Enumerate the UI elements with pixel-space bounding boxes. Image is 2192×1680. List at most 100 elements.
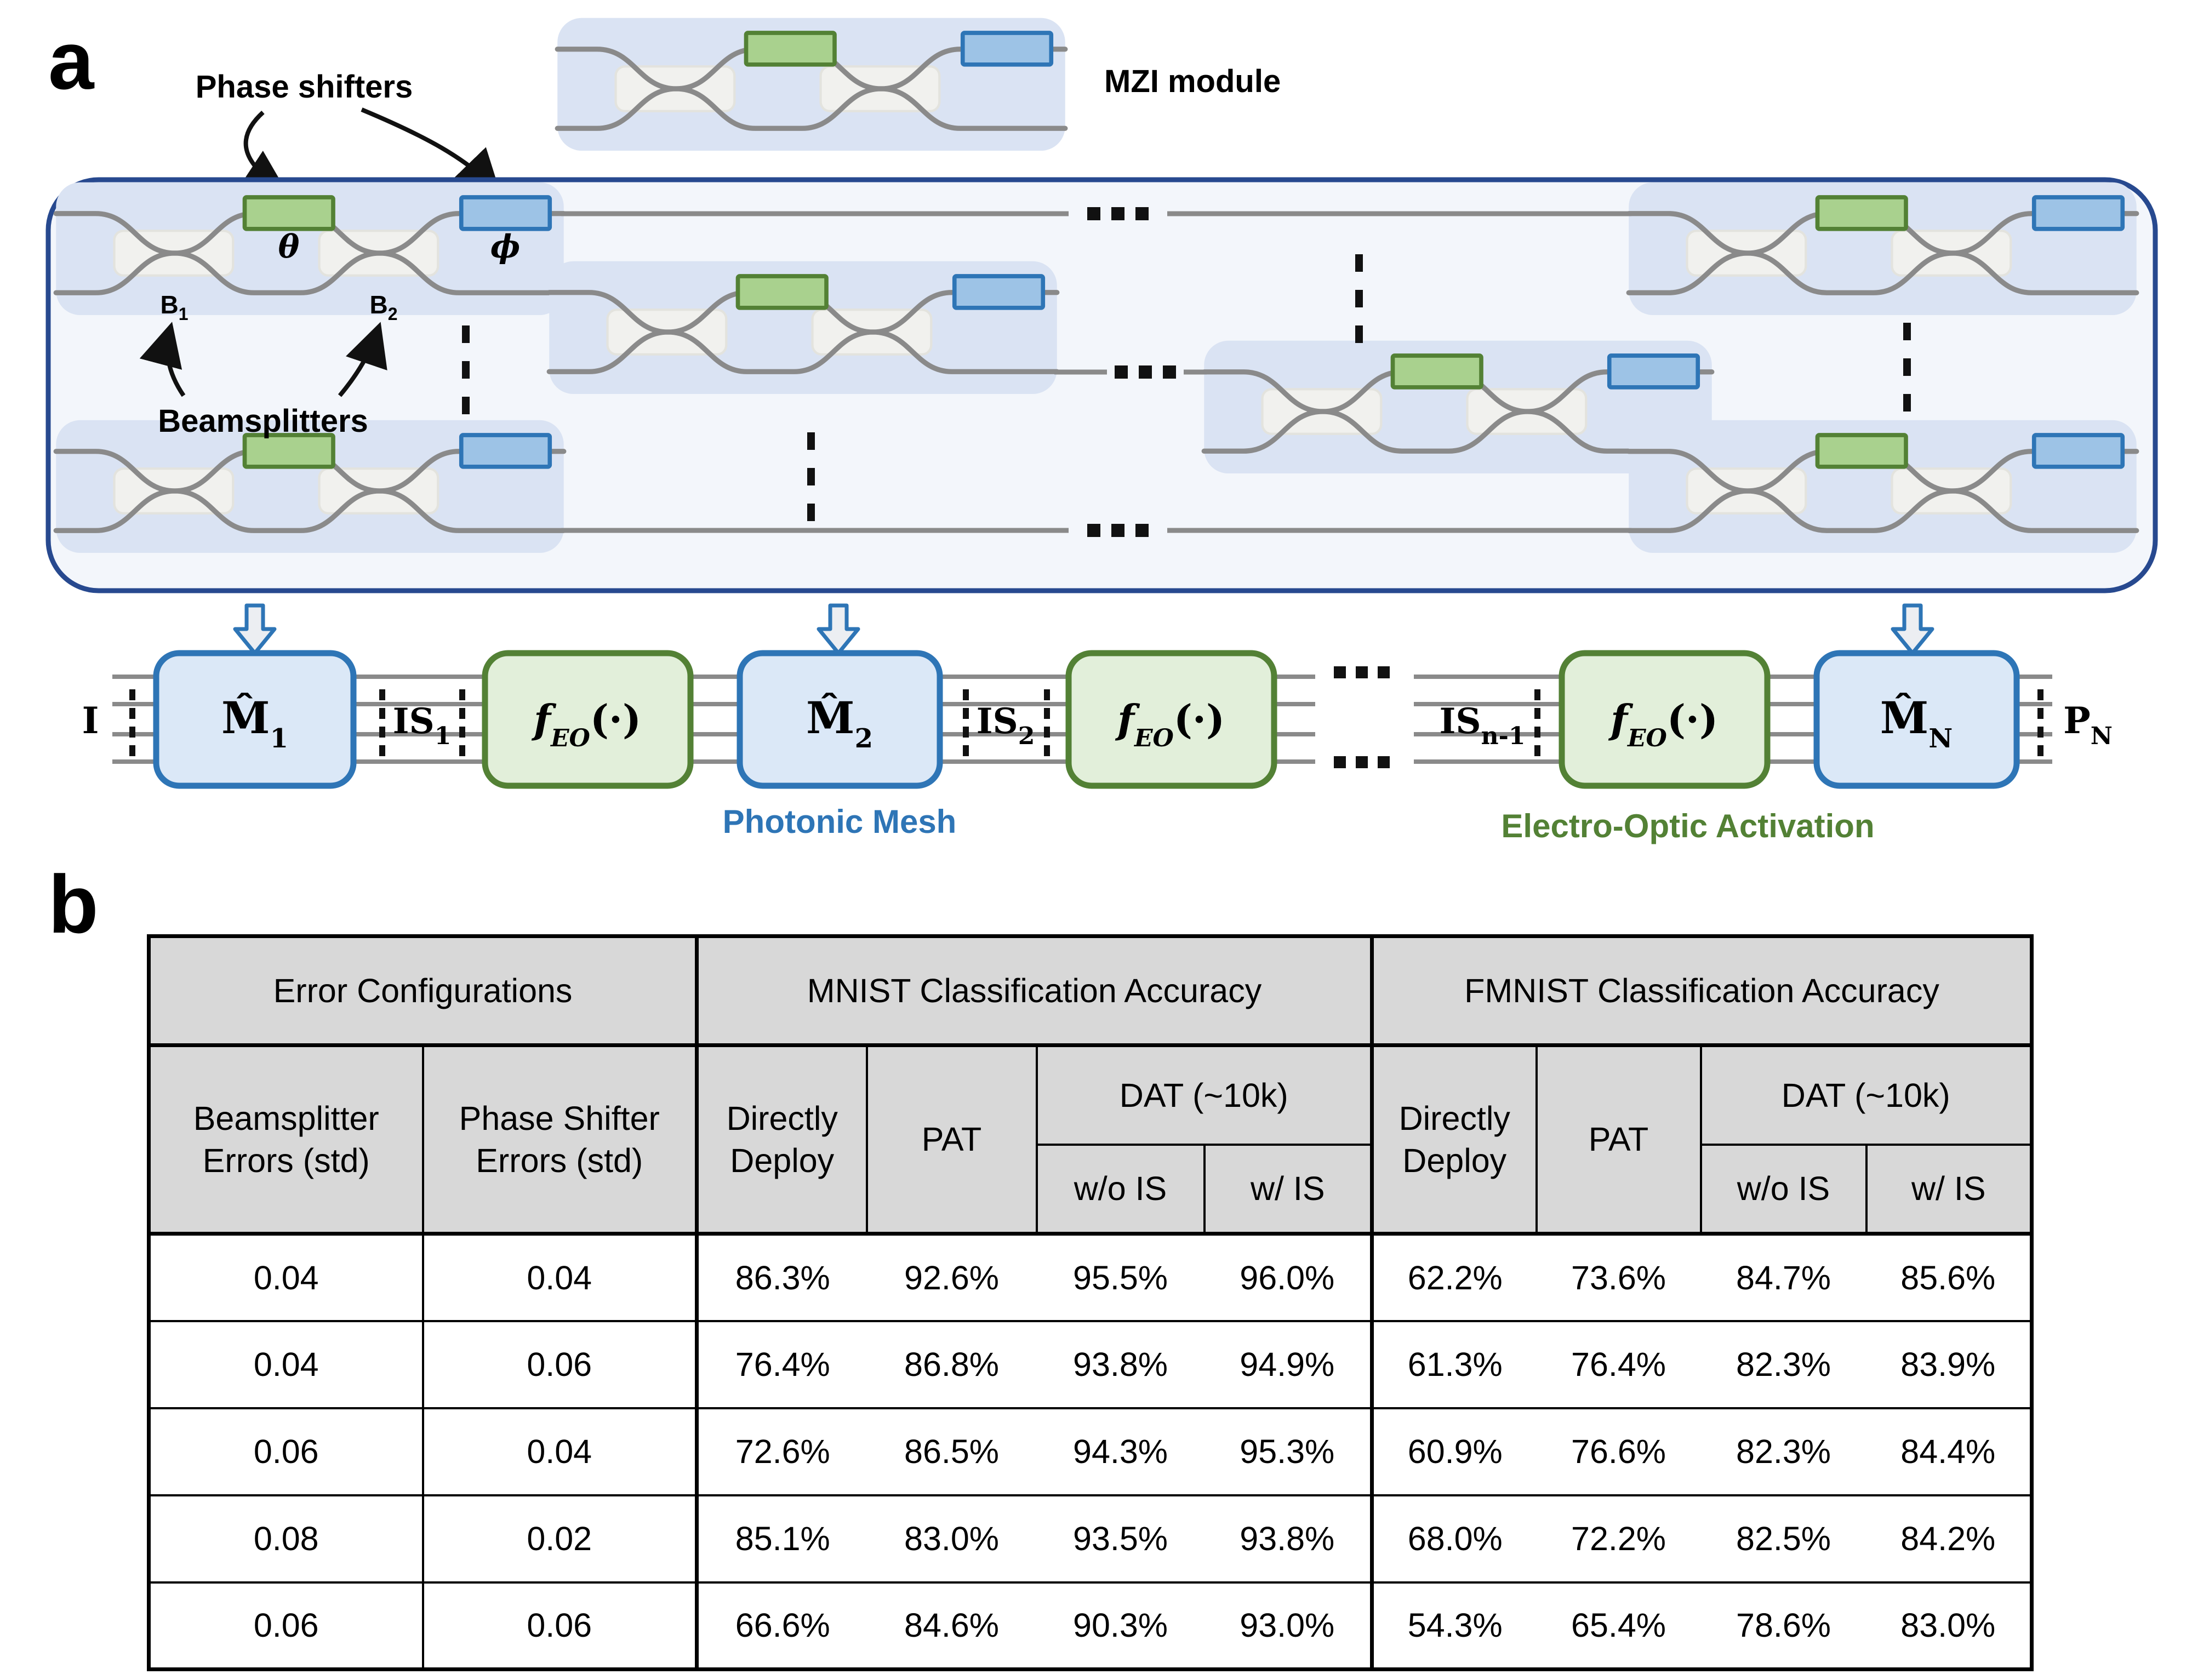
group-header-mnist: MNIST Classification Accuracy	[695, 936, 1372, 1047]
horizontal-ellipsis-icon	[1087, 524, 1149, 537]
table-cell: 84.6%	[866, 1581, 1037, 1670]
col-header-directly-deploy-mnist: Directly Deploy	[695, 1045, 867, 1236]
table-cell: 94.3%	[1036, 1407, 1205, 1495]
table-cell: 73.6%	[1536, 1232, 1701, 1321]
table-cell: 96.0%	[1204, 1232, 1372, 1321]
photonic-mesh-caption: Photonic Mesh	[723, 803, 957, 840]
input-label: I	[82, 699, 99, 742]
table-cell: 78.6%	[1700, 1581, 1866, 1670]
results-table-wrap: Error Configurations MNIST Classificatio…	[147, 934, 2034, 1671]
table-cell: 83.0%	[1866, 1581, 2032, 1670]
phase-shifters-label: Phase shifters	[196, 69, 413, 105]
col-header-dat-fmnist: DAT (~10k)	[1699, 1045, 2032, 1146]
table-cell: 0.02	[421, 1494, 697, 1582]
vertical-ellipsis-icon	[1903, 323, 1911, 412]
m1-label: M̂1	[221, 692, 288, 754]
horizontal-ellipsis-icon	[1087, 207, 1149, 220]
col-header-pat-fmnist: PAT	[1535, 1045, 1701, 1236]
vertical-ellipsis-icon	[459, 689, 465, 756]
table-cell: 68.0%	[1370, 1494, 1537, 1582]
photonic-mesh-block-mn	[1813, 650, 2020, 789]
table-cell: 84.4%	[1866, 1407, 2032, 1495]
table-row: 0.04 0.06 76.4% 86.8% 93.8% 94.9% 61.3% …	[149, 1319, 2032, 1408]
table-cell: 86.8%	[866, 1319, 1037, 1408]
table-cell: 86.5%	[866, 1407, 1037, 1495]
eo-activation-block	[1065, 650, 1277, 789]
col-header-directly-deploy-fmnist: Directly Deploy	[1370, 1045, 1537, 1236]
photonic-mesh-block-m2	[737, 650, 943, 789]
beamsplitter-arrow-left	[139, 322, 186, 397]
table-cell: 0.04	[421, 1407, 697, 1495]
vertical-ellipsis-icon	[1534, 689, 1540, 756]
mzi-module	[1629, 182, 2137, 315]
table-cell: 61.3%	[1370, 1319, 1537, 1408]
mzi-module	[1629, 420, 2137, 553]
table-cell: 86.3%	[695, 1232, 867, 1321]
table-row: 0.04 0.04 86.3% 92.6% 95.5% 96.0% 62.2% …	[149, 1232, 2032, 1321]
table-cell: 93.5%	[1036, 1494, 1205, 1582]
table-cell: 66.6%	[695, 1581, 867, 1670]
table-cell: 65.4%	[1536, 1581, 1701, 1670]
b1-label: B1	[160, 290, 188, 324]
horizontal-ellipsis-icon	[1115, 365, 1176, 379]
table-row: 0.06 0.04 72.6% 86.5% 94.3% 95.3% 60.9% …	[149, 1407, 2032, 1495]
is2-label: IS2	[977, 701, 1035, 750]
col-header-pat-mnist: PAT	[865, 1045, 1037, 1236]
vertical-ellipsis-icon	[807, 432, 815, 521]
table-subsubheader-row: w/o IS w/ IS w/o IS w/ IS	[149, 1144, 2032, 1236]
table-cell: 0.06	[421, 1581, 697, 1670]
theta-label: θ	[278, 228, 300, 265]
vertical-ellipsis-icon	[1044, 689, 1050, 756]
table-cell: 0.04	[149, 1232, 423, 1321]
table-cell: 85.6%	[1866, 1232, 2032, 1321]
isn-label: ISn-1	[1439, 701, 1525, 750]
table-cell: 0.08	[149, 1494, 423, 1582]
mn-label: M̂N	[1880, 692, 1953, 754]
vertical-ellipsis-icon	[379, 689, 385, 756]
table-cell: 82.3%	[1700, 1407, 1866, 1495]
col-header-beamsplitter-errors: Beamsplitter Errors (std)	[149, 1045, 423, 1236]
table-cell: 0.06	[421, 1319, 697, 1408]
col-header-wo-is-fmnist: w/o IS	[1699, 1144, 1866, 1236]
pn-label: PN	[2063, 699, 2113, 750]
table-cell: 95.5%	[1036, 1232, 1205, 1321]
down-arrow-icon	[1891, 603, 1934, 655]
mzi-module	[56, 182, 564, 315]
table-cell: 0.06	[149, 1581, 423, 1670]
table-cell: 76.4%	[1536, 1319, 1701, 1408]
table-row: 0.08 0.02 85.1% 83.0% 93.5% 93.8% 68.0% …	[149, 1494, 2032, 1582]
table-cell: 0.04	[421, 1232, 697, 1321]
feo-label: fEO(·)	[531, 696, 641, 752]
table-cell: 90.3%	[1036, 1581, 1205, 1670]
col-header-w-is-mnist: w/ IS	[1203, 1144, 1372, 1236]
table-cell: 93.8%	[1036, 1319, 1205, 1408]
horizontal-ellipsis-icon	[1334, 756, 1390, 768]
table-cell: 72.2%	[1536, 1494, 1701, 1582]
mzi-module-label: MZI module	[1104, 64, 1281, 99]
table-cell: 82.5%	[1700, 1494, 1866, 1582]
table-row: 0.06 0.06 66.6% 84.6% 90.3% 93.0% 54.3% …	[149, 1581, 2032, 1670]
col-header-dat-mnist: DAT (~10k)	[1035, 1045, 1372, 1146]
vertical-ellipsis-icon	[129, 689, 135, 756]
mzi-module	[557, 18, 1065, 151]
eo-activation-block	[1559, 650, 1771, 789]
table-cell: 83.9%	[1866, 1319, 2032, 1408]
results-table: Error Configurations MNIST Classificatio…	[147, 934, 2034, 1671]
b2-label: B2	[369, 290, 397, 324]
table-cell: 76.4%	[695, 1319, 867, 1408]
table-cell: 93.8%	[1204, 1494, 1372, 1582]
is1-label: IS1	[393, 701, 452, 750]
panel-b-label: b	[48, 858, 99, 950]
mzi-module	[549, 261, 1057, 394]
table-cell: 95.3%	[1204, 1407, 1372, 1495]
group-header-fmnist: FMNIST Classification Accuracy	[1370, 936, 2032, 1047]
horizontal-ellipsis-icon	[1334, 666, 1390, 678]
table-cell: 76.6%	[1536, 1407, 1701, 1495]
table-cell: 0.04	[149, 1319, 423, 1408]
table-cell: 82.3%	[1700, 1319, 1866, 1408]
vertical-ellipsis-icon	[2037, 689, 2043, 756]
eo-activation-block	[482, 650, 694, 789]
col-header-phase-shifter-errors: Phase Shifter Errors (std)	[421, 1045, 697, 1236]
beamsplitter-arrow-right	[338, 322, 387, 397]
